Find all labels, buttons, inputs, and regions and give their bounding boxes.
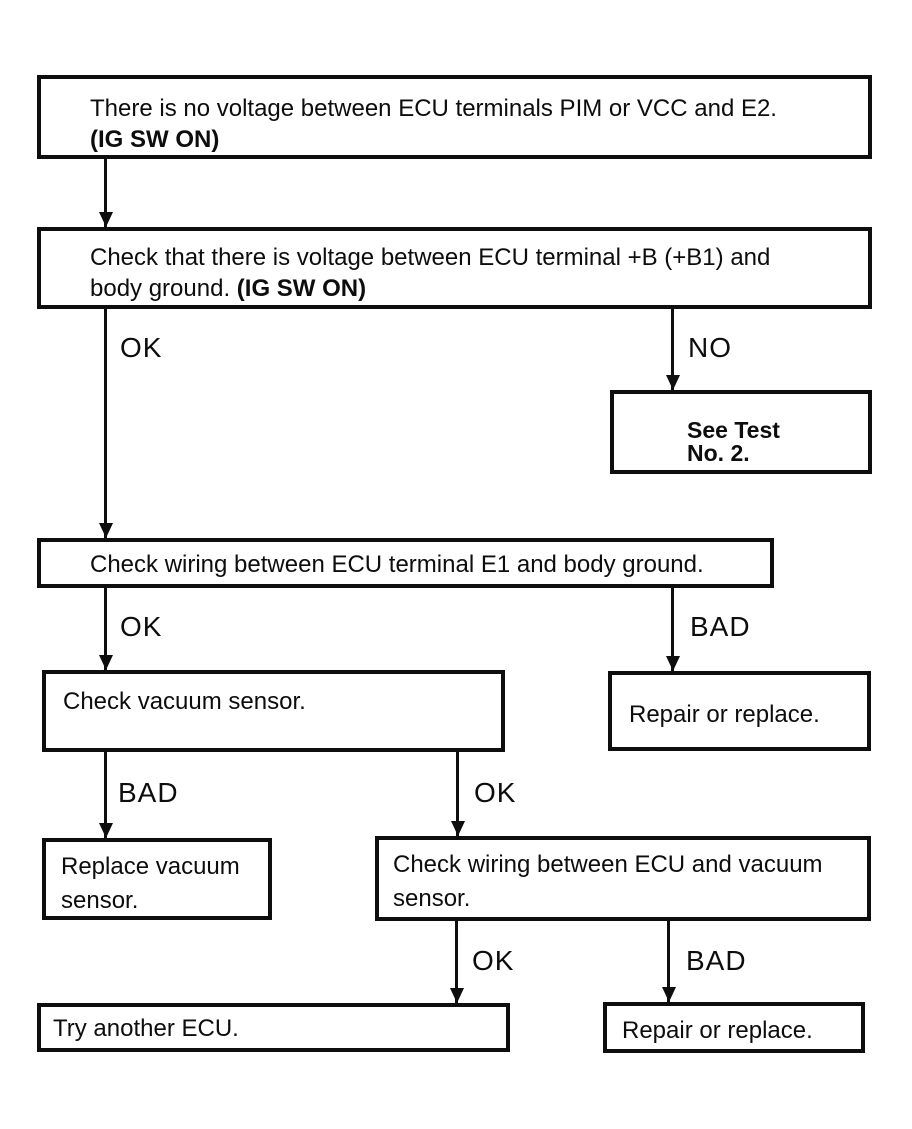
connector-e1-bad-to-repair bbox=[665, 588, 680, 671]
connector-power-ok-to-check-e1 bbox=[98, 309, 113, 538]
node-text: Repair or replace. bbox=[622, 1017, 813, 1044]
branch-label-ok: OK bbox=[120, 332, 163, 363]
branch-label-bad: BAD bbox=[686, 945, 747, 976]
flow-node-repair-or-replace-2: Repair or replace. bbox=[603, 1002, 865, 1053]
connector-wiring-bad-to-repair bbox=[661, 921, 676, 1002]
node-text: sensor. bbox=[61, 887, 139, 914]
node-text: Check vacuum sensor. bbox=[63, 688, 306, 715]
branch-label-bad: BAD bbox=[118, 777, 179, 808]
node-text: sensor. bbox=[393, 885, 471, 912]
node-text: No. 2. bbox=[687, 440, 750, 466]
node-text: Check that there is voltage between ECU … bbox=[90, 244, 771, 271]
flow-node-check-power: Check that there is voltage between ECU … bbox=[37, 227, 872, 309]
flow-node-try-another-ecu: Try another ECU. bbox=[37, 1003, 510, 1052]
node-text: Check wiring between ECU terminal E1 and… bbox=[90, 551, 704, 578]
node-text: There is no voltage between ECU terminal… bbox=[90, 95, 777, 122]
flow-node-check-e1-wiring: Check wiring between ECU terminal E1 and… bbox=[37, 538, 774, 588]
connector-vacuum-bad-to-replace bbox=[98, 752, 113, 838]
flow-node-check-ecu-vacuum-wiring: Check wiring between ECU and vacuum sens… bbox=[375, 836, 871, 921]
node-text: Check wiring between ECU and vacuum bbox=[393, 851, 823, 878]
node-text: See Test bbox=[687, 417, 780, 443]
flow-node-problem: There is no voltage between ECU terminal… bbox=[37, 75, 872, 159]
flow-node-check-vacuum-sensor: Check vacuum sensor. bbox=[42, 670, 505, 752]
connector-problem-to-check-power bbox=[98, 159, 113, 227]
node-condition: (IG SW ON) bbox=[90, 126, 220, 153]
connector-e1-ok-to-check-vacuum bbox=[98, 588, 113, 670]
node-text: body ground. (IG SW ON) bbox=[90, 275, 367, 302]
connector-wiring-ok-to-try-ecu bbox=[449, 921, 464, 1003]
branch-label-ok: OK bbox=[472, 945, 515, 976]
branch-label-no: NO bbox=[688, 332, 732, 363]
flow-node-see-test-no2: See Test No. 2. bbox=[610, 390, 872, 474]
flow-node-repair-or-replace-1: Repair or replace. bbox=[608, 671, 871, 751]
connector-vacuum-ok-to-check-wiring bbox=[450, 752, 465, 836]
node-text: Try another ECU. bbox=[53, 1015, 239, 1042]
node-text: Repair or replace. bbox=[629, 701, 820, 728]
branch-label-bad: BAD bbox=[690, 611, 751, 642]
node-text: Replace vacuum bbox=[61, 853, 240, 880]
branch-label-ok: OK bbox=[474, 777, 517, 808]
node-condition: (IG SW ON) bbox=[236, 275, 367, 302]
connector-power-no-to-see-test bbox=[665, 309, 680, 390]
flow-node-replace-vacuum-sensor: Replace vacuum sensor. bbox=[42, 838, 272, 920]
branch-label-ok: OK bbox=[120, 611, 163, 642]
